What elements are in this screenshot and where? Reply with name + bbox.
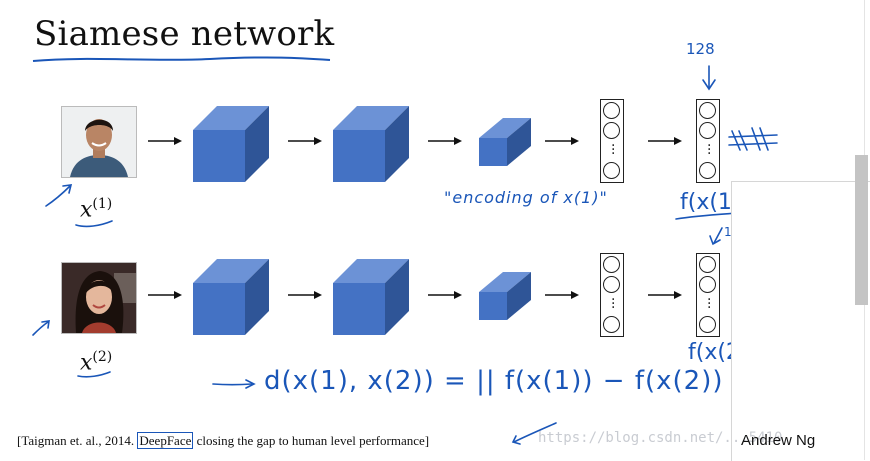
arrow-1c xyxy=(428,137,462,145)
watermark: https://blog.csdn.net/...5410 xyxy=(538,430,783,446)
arrow-2b xyxy=(288,291,322,299)
vertical-ellipsis-icon: ··· xyxy=(611,292,616,316)
scrollbar-thumb[interactable] xyxy=(855,155,868,305)
arrow-1a xyxy=(148,137,182,145)
man-face-icon xyxy=(62,107,136,177)
node xyxy=(603,276,620,293)
conv-layer-2a xyxy=(193,259,269,335)
arrow-1e xyxy=(648,137,682,145)
input-label-2: x(2) xyxy=(80,349,113,376)
conv-layer-1a xyxy=(193,106,269,182)
node xyxy=(699,276,716,293)
node xyxy=(603,316,620,333)
arrow-2a xyxy=(148,291,182,299)
node xyxy=(699,122,716,139)
node xyxy=(699,256,716,273)
input-photo-2 xyxy=(61,262,137,334)
arrow-1b xyxy=(288,137,322,145)
encoding-vector-1: ··· xyxy=(696,99,720,183)
author-name: Andrew Ng xyxy=(741,432,816,449)
node xyxy=(699,162,716,179)
vertical-ellipsis-icon: ··· xyxy=(611,138,616,162)
fc-vector-1: ··· xyxy=(600,99,624,183)
arrow-1d xyxy=(545,137,579,145)
node xyxy=(699,316,716,333)
fc-vector-2: ··· xyxy=(600,253,624,337)
node xyxy=(603,122,620,139)
citation-highlight: DeepFace xyxy=(137,432,194,449)
node xyxy=(603,256,620,273)
conv-layer-2c xyxy=(479,272,531,320)
input-photo-1 xyxy=(61,106,137,178)
encoding-vector-2: ··· xyxy=(696,253,720,337)
node xyxy=(699,102,716,119)
title-underline-ink xyxy=(32,56,331,62)
conv-layer-1c xyxy=(479,118,531,166)
citation: [Taigman et. al., 2014. DeepFace closing… xyxy=(17,432,430,449)
input-label-1: x(1) xyxy=(80,196,113,223)
arrow-2d xyxy=(545,291,579,299)
arrow-2c xyxy=(428,291,462,299)
vertical-ellipsis-icon: ··· xyxy=(707,292,712,316)
arrow-2e xyxy=(648,291,682,299)
node xyxy=(603,102,620,119)
conv-layer-2b xyxy=(333,259,409,335)
woman-face-icon xyxy=(62,263,136,333)
encoding-note: "encoding of x(1)" xyxy=(444,188,608,207)
slide-title: Siamese network xyxy=(34,14,335,54)
distance-formula: d(x(1), x(2)) = || f(x(1)) − f(x(2)) ||²… xyxy=(264,366,776,396)
node xyxy=(603,162,620,179)
conv-layer-1b xyxy=(333,106,409,182)
dim-label-top: 128 xyxy=(686,40,715,58)
overlay-panel xyxy=(731,181,870,461)
vertical-ellipsis-icon: ··· xyxy=(707,138,712,162)
